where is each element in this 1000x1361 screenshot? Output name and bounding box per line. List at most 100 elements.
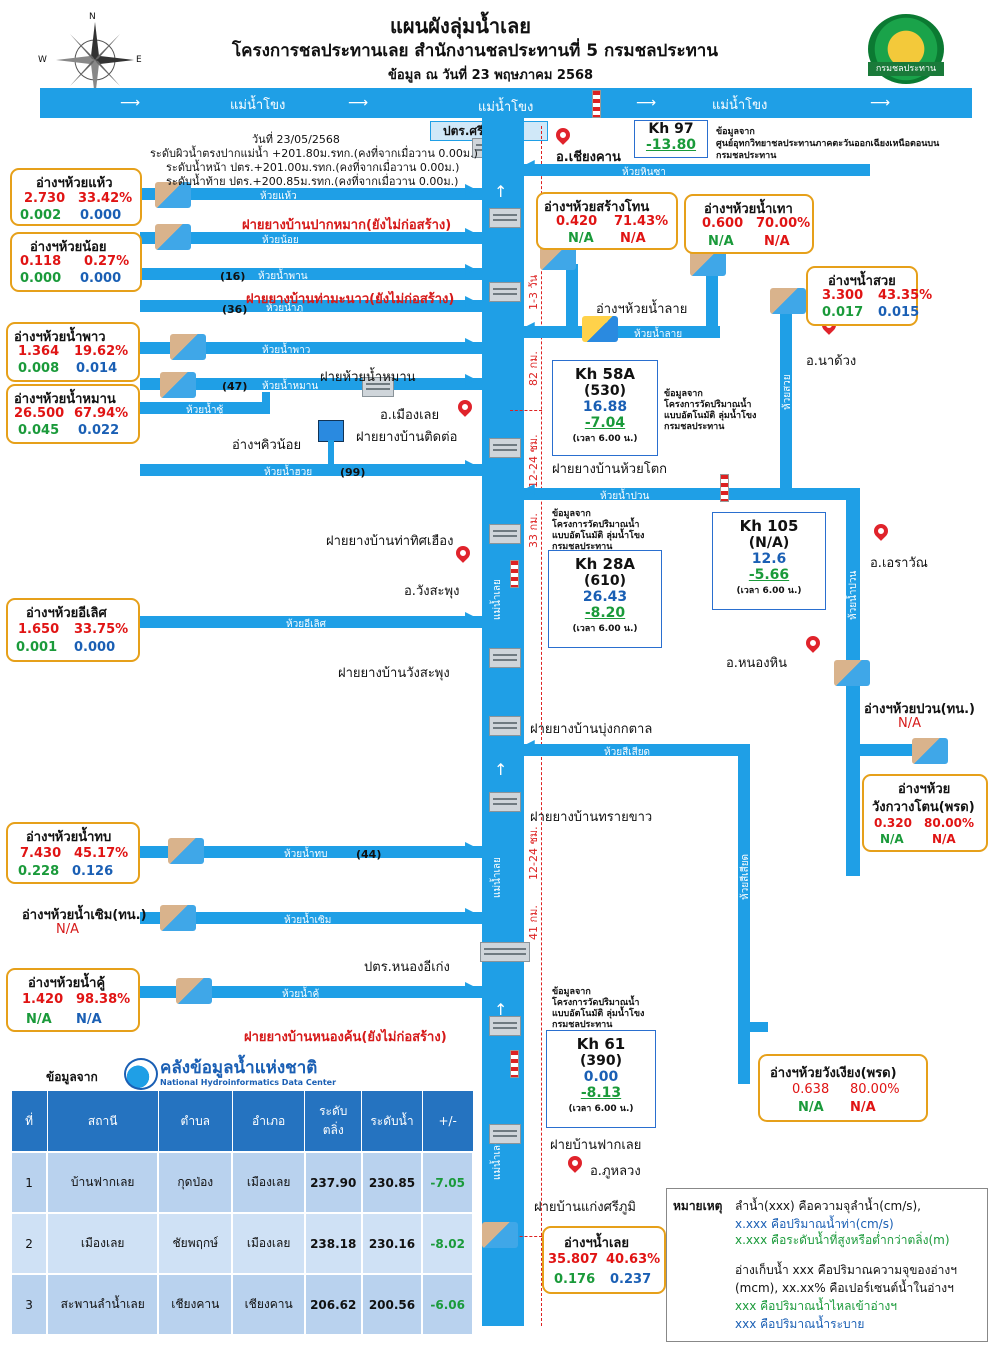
stream-label: ห้วยน้ำภู <box>266 303 304 314</box>
reservoir-outflow: 0.000 <box>74 640 116 655</box>
reservoir-inflow: N/A <box>568 231 594 246</box>
legend-line: (mcm), xx.xx% คือเปอร์เซนต์น้ำในอ่างฯ <box>735 1281 954 1295</box>
station-code: Kh 97 <box>648 121 694 137</box>
location-pin-icon <box>455 397 475 417</box>
station-kh61-source: ข้อมูลจาก <box>552 987 591 997</box>
weir-icon <box>489 1016 521 1036</box>
station-time: (เวลา 6.00 น.) <box>736 586 802 596</box>
distance-label: 1-3 วัน <box>527 274 540 310</box>
compass-e: E <box>136 55 142 65</box>
table-cell: สะพานลำน้ำเลย <box>46 1273 160 1336</box>
stream-label: ห้วยน้ำปวน <box>600 491 650 502</box>
reservoir-nam-thop: อ่างฯห้วยน้ำทบ 7.430 45.17% 0.228 0.126 <box>6 822 140 884</box>
distance-tick <box>510 1236 542 1237</box>
reservoir-outflow: 0.126 <box>72 864 114 879</box>
reservoir-nam-khu: อ่างฯห้วยน้ำคู้ 1.420 98.38% N/A N/A <box>6 968 140 1032</box>
reservoir-inflow: 0.001 <box>16 640 58 655</box>
distance-line <box>541 126 542 1326</box>
stream-nam-su-link <box>262 392 270 414</box>
station-level: -8.13 <box>580 1085 622 1101</box>
reservoir-name: อ่างฯห้วยแห้ว <box>36 176 113 191</box>
arrow-right-icon: ▶ <box>465 293 476 309</box>
reservoir-name: อ่างฯห้วยอีเลิศ <box>26 606 107 621</box>
stream-nam-phao <box>140 342 482 354</box>
station-kh58a-source: กรมชลประทาน <box>664 422 725 432</box>
arrow-up-icon: ↑ <box>494 760 508 779</box>
table-cell: เมืองเลย <box>231 1212 306 1275</box>
stream-label: ห้วยน้ำคู้ <box>282 989 320 1000</box>
date-line: ข้อมูล ณ วันที่ 23 พฤษภาคม 2568 <box>388 68 594 83</box>
reservoir-volume: 1.420 <box>22 992 64 1007</box>
table-cell: เมืองเลย <box>231 1151 306 1214</box>
arrow-right-icon: ▶ <box>465 335 476 351</box>
table-cell: 200.56 <box>360 1273 424 1336</box>
stream-kiu-noi-link <box>328 440 334 464</box>
distance-tick <box>510 410 542 411</box>
stream-nam-thoem <box>140 912 482 924</box>
reservoir-nam-suai: อ่างฯน้ำสวย 3.300 43.35% 0.017 0.015 <box>806 266 932 326</box>
station-time: (เวลา 6.00 น.) <box>572 434 638 444</box>
stream-nam-puan <box>524 488 860 500</box>
telemetry-tower-icon <box>510 1050 519 1078</box>
table-header: สถานี <box>46 1090 159 1153</box>
reservoir-percent: 33.75% <box>74 622 129 637</box>
table-header: ระดับน้ำ <box>361 1090 423 1153</box>
reservoir-percent: 80.00% <box>850 1082 900 1097</box>
station-level: -5.66 <box>748 567 790 583</box>
reservoir-inflow: N/A <box>880 832 904 846</box>
reservoir-icon <box>155 182 191 208</box>
stream-nam-man <box>140 378 482 390</box>
telemetry-tower-icon <box>510 560 519 588</box>
table-header: ตำบล <box>157 1090 233 1153</box>
arrow-left-icon: ◀ <box>524 737 535 753</box>
legend-line: อ่างเก็บน้ำ xxx คือปริมาณความจุของอ่างฯ <box>735 1263 957 1277</box>
table-cell-diff: -7.05 <box>421 1151 474 1214</box>
stream-label: ห้วยน้อย <box>262 235 299 246</box>
reservoir-inflow: N/A <box>708 234 734 249</box>
reservoir-outflow: N/A <box>932 832 956 846</box>
reservoir-percent: 67.94% <box>74 406 129 421</box>
distance-label: 41 กม. <box>527 905 540 940</box>
weir-tha-sit-hueang: ฝายยางบ้านท่าทิศเฮือง <box>326 534 454 549</box>
stream-nam-huai <box>140 464 482 476</box>
arrow-right-icon: ▶ <box>465 839 476 855</box>
reservoir-nam-loei-icon <box>482 1222 518 1248</box>
mekong-label-right: แม่น้ำโขง <box>712 98 768 113</box>
station-kh61: Kh 61 (390) 0.00 -8.13 (เวลา 6.00 น.) <box>546 1030 656 1128</box>
reservoir-volume: 0.638 <box>792 1082 830 1097</box>
reservoir-outflow: 0.237 <box>610 1272 652 1287</box>
stream-si-siat-vertical <box>738 744 750 1084</box>
table-cell: 237.90 <box>303 1151 363 1214</box>
weir-ban-dit-to: ฝายยางบ้านติดต่อ <box>356 430 458 445</box>
table-cell: เชียงคาน <box>157 1273 234 1336</box>
stream-nam-phu <box>140 300 482 312</box>
table-row: 3 สะพานลำน้ำเลย เชียงคาน เชียงคาน 206.62… <box>9 1273 474 1336</box>
reservoir-volume: 0.118 <box>20 254 62 269</box>
reservoir-volume: 35.807 <box>548 1252 599 1267</box>
arrow-left-icon: ◀ <box>524 481 535 497</box>
reservoir-icon <box>912 738 948 764</box>
weir-icon <box>489 208 521 228</box>
place-wang-saphung: อ.วังสะพุง <box>404 584 460 599</box>
reservoir-percent: 70.00% <box>756 216 811 231</box>
reservoir-outflow: 0.000 <box>80 208 122 223</box>
stream-label: ห้วยน้ำเซิม <box>284 915 332 926</box>
reservoir-inflow: 0.176 <box>554 1272 596 1287</box>
nhdc-source-label: ข้อมูลจาก <box>46 1070 98 1084</box>
reservoir-name: อ่างฯน้ำสวย <box>828 274 896 289</box>
table-header: +/- <box>421 1090 474 1153</box>
reservoir-icon <box>170 334 206 360</box>
reservoir-icon <box>834 660 870 686</box>
arrow-right-icon: ▶ <box>465 371 476 387</box>
reservoir-icon <box>160 905 196 931</box>
station-flow: 0.00 <box>583 1069 619 1085</box>
reservoir-outflow: N/A <box>764 234 790 249</box>
stream-label: ห้วยน้ำฮวย <box>264 467 313 478</box>
table-cell: ชัยพฤกษ์ <box>157 1212 234 1275</box>
reservoir-icon <box>690 250 726 276</box>
table-header-bank: ระดับตลิ่ง <box>304 1090 363 1153</box>
reservoir-nam-thao: อ่างฯห้วยน้ำเทา 0.600 70.00% N/A N/A <box>684 194 814 254</box>
level-mouth: ระดับผิวน้ำตรงปากแม่น้ำ +201.80ม.รทก.(คง… <box>150 147 478 160</box>
arrow-right-icon: ▶ <box>465 225 476 241</box>
stream-label: ห้วยสีเสียด <box>740 853 751 900</box>
